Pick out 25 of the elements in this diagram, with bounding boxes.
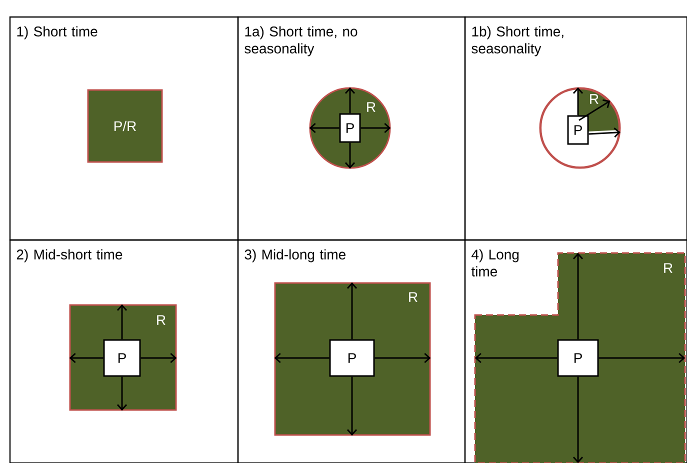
- arrow: [274, 352, 330, 364]
- arrow: [69, 352, 104, 364]
- arrow: [578, 99, 610, 121]
- p-box: P: [567, 115, 589, 145]
- arrow: [346, 282, 358, 340]
- arrow: [474, 352, 558, 364]
- arrow: [588, 128, 621, 138]
- arrow: [598, 352, 686, 364]
- arrow: [572, 87, 584, 116]
- region-square: P/R: [87, 89, 163, 163]
- p-box: P: [103, 339, 141, 377]
- p-box: P: [329, 339, 375, 377]
- arrow: [374, 352, 431, 364]
- arrow: [116, 304, 128, 340]
- arrow: [344, 87, 356, 114]
- arrow: [572, 252, 584, 340]
- arrow: [360, 122, 391, 134]
- arrow: [140, 352, 177, 364]
- arrow: [572, 376, 584, 463]
- arrow: [309, 122, 340, 134]
- p-box: P: [339, 113, 361, 143]
- arrow: [344, 142, 356, 169]
- p-box: P: [557, 339, 599, 377]
- arrow: [346, 376, 358, 436]
- arrow: [116, 376, 128, 411]
